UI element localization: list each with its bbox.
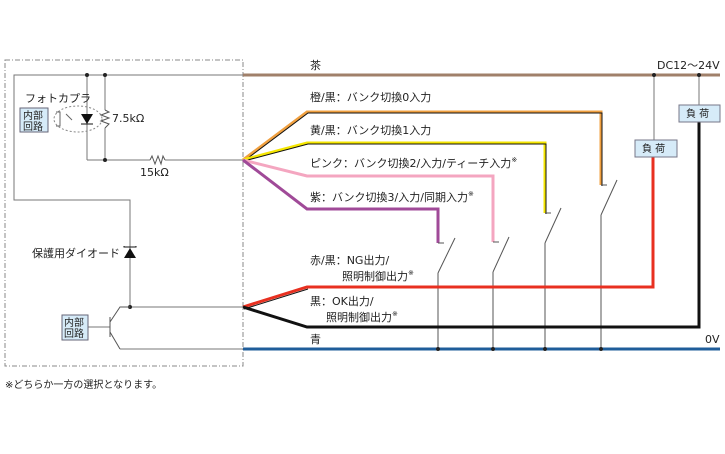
ground-voltage-label: 0V bbox=[705, 333, 720, 346]
footnote-mark: ※ bbox=[468, 190, 474, 198]
internal-circuit-label: 回路 bbox=[64, 327, 84, 340]
wire-black-label-line: 照明制御出力※ bbox=[326, 310, 398, 324]
resistor-icon bbox=[149, 154, 166, 166]
wire-red-black-label: 照明制御出力 bbox=[342, 269, 408, 283]
internal-circuit-label: 回路 bbox=[23, 120, 43, 133]
wire-black-label: 黒：OK出力/ bbox=[310, 294, 374, 308]
wire-red-black bbox=[242, 156, 655, 309]
wire-yellow-black bbox=[242, 141, 547, 213]
junction-dot bbox=[85, 73, 89, 77]
wire-red-black-label-line: 照明制御出力※ bbox=[342, 269, 414, 283]
junction-dot bbox=[103, 73, 107, 77]
switches bbox=[437, 179, 618, 349]
load-box bbox=[678, 104, 721, 123]
wire-brown-label: 茶 bbox=[310, 59, 321, 72]
wire-blue-label: 青 bbox=[310, 333, 321, 346]
wire-pink bbox=[242, 158, 495, 242]
junction-dot bbox=[103, 158, 107, 162]
load-label: 負 荷 bbox=[642, 143, 665, 155]
wire-orange-black-label: 橙/黒：バンク切換0入力 bbox=[310, 90, 431, 104]
footnote-mark: ※ bbox=[408, 269, 414, 277]
wire-purple-label: 紫：バンク切換3/入力/同期入力 bbox=[310, 191, 468, 204]
load-box bbox=[634, 139, 678, 158]
footnote-mark: ※ bbox=[511, 156, 517, 164]
wire-yellow-black-label: 黄/黒：バンク切換1入力 bbox=[310, 123, 431, 137]
resistor-value-15k: 15kΩ bbox=[140, 166, 169, 179]
footnote-mark: ※ bbox=[392, 310, 398, 318]
wire-purple-label-line: 紫：バンク切換3/入力/同期入力※ bbox=[310, 190, 474, 204]
internal-circuit-label: 内部 bbox=[64, 316, 84, 329]
footnote: ※どちらか一方の選択となります。 bbox=[5, 378, 162, 391]
resistor-value-7-5k: 7.5kΩ bbox=[112, 112, 144, 125]
wire-pink-label: ピンク：バンク切換2/入力/ティーチ入力 bbox=[310, 157, 511, 170]
wire-black-label: 照明制御出力 bbox=[326, 310, 392, 324]
wire-red-black-label: 赤/黒：NG出力/ bbox=[310, 253, 389, 267]
load-label: 負 荷 bbox=[686, 108, 709, 120]
photocoupler-outline bbox=[53, 105, 103, 133]
photocoupler-label: フォトカプラ bbox=[25, 92, 91, 105]
internal-wiring bbox=[13, 74, 243, 350]
wire-pink-label-line: ピンク：バンク切換2/入力/ティーチ入力※ bbox=[310, 156, 517, 170]
wire-orange-black bbox=[242, 110, 603, 185]
internal-circuit-box bbox=[19, 107, 49, 133]
wire-black bbox=[242, 122, 701, 329]
wire-purple bbox=[242, 158, 440, 243]
internal-circuit-label: 内部 bbox=[23, 109, 43, 122]
transistor-icon bbox=[109, 306, 130, 350]
protection-diode-icon bbox=[124, 248, 136, 258]
led-diode-icon bbox=[81, 114, 93, 124]
protection-diode-label: 保護用ダイオード bbox=[32, 246, 120, 260]
internal-circuit-box bbox=[61, 314, 89, 341]
internal-circuit-boundary bbox=[4, 59, 244, 367]
light-arrow-icon bbox=[65, 113, 73, 121]
resistor-icon bbox=[99, 109, 111, 129]
supply-voltage-label: DC12～24V bbox=[657, 59, 720, 72]
